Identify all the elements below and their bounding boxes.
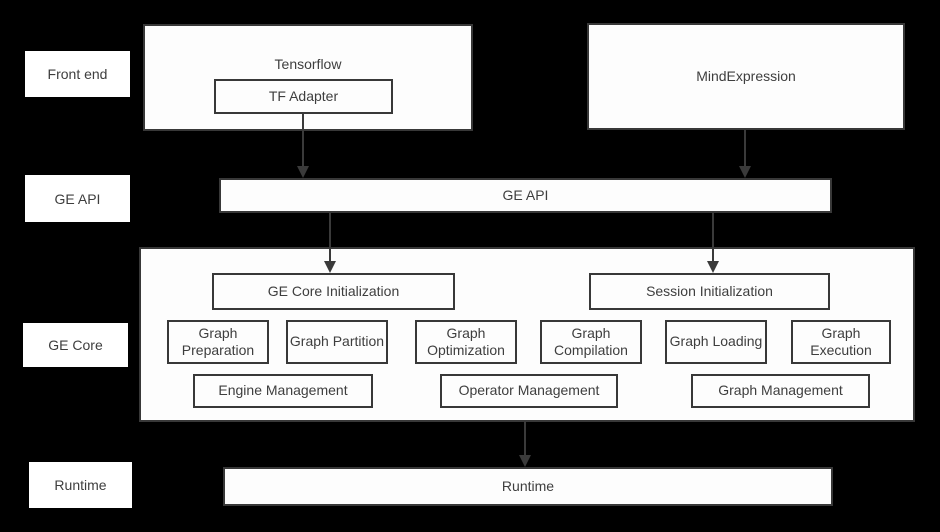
graph-preparation-box: Graph Preparation [167,320,269,364]
arrow-line [712,213,714,261]
arrow-line [744,130,746,166]
ge-api-bar-label: GE API [502,186,549,203]
graph-compilation-box: Graph Compilation [540,320,642,364]
runtime-bar: Runtime [223,467,833,506]
layer-label-runtime: Runtime [29,462,132,508]
graph-compilation-label: Graph Compilation [554,324,628,359]
arrow-line [524,422,526,455]
mind-expression-label: MindExpression [696,67,796,84]
session-initialization-label: Session Initialization [646,282,773,299]
mind-expression-box: MindExpression [587,23,905,130]
arrow-line [302,114,304,166]
layer-label-ge-core: GE Core [23,323,128,367]
graph-loading-box: Graph Loading [665,320,767,364]
arrow-head-icon [519,455,531,467]
arrow-head-icon [297,166,309,178]
tensorflow-box: Tensorflow TF Adapter [143,24,473,131]
arrow-tf-adapter-to-ge-api [297,114,309,178]
tensorflow-label: Tensorflow [274,56,342,72]
ge-api-bar: GE API [219,178,832,213]
ge-core-initialization-label: GE Core Initialization [267,282,400,299]
tf-adapter-label: TF Adapter [268,87,339,104]
graph-optimization-box: Graph Optimization [415,320,517,364]
graph-preparation-label: Graph Preparation [181,324,255,359]
arrow-ge-api-to-session-initialization [707,213,719,273]
arrow-line [329,213,331,261]
tf-adapter-box: TF Adapter [214,79,393,114]
engine-management-label: Engine Management [218,382,348,399]
engine-management-box: Engine Management [193,374,373,408]
graph-execution-label: Graph Execution [810,324,872,359]
ge-core-container: GE Core Initialization Session Initializ… [139,247,915,422]
arrow-mind-expression-to-ge-api [739,130,751,178]
runtime-bar-label: Runtime [501,477,555,494]
session-initialization-box: Session Initialization [589,273,830,310]
arrow-ge-api-to-ge-core-initialization [324,213,336,273]
operator-management-box: Operator Management [440,374,618,408]
arrow-head-icon [707,261,719,273]
graph-loading-label: Graph Loading [669,333,763,350]
ge-core-initialization-box: GE Core Initialization [212,273,455,310]
operator-management-label: Operator Management [458,382,600,399]
layer-label-front-end: Front end [25,51,130,97]
graph-optimization-label: Graph Optimization [427,324,505,359]
graph-partition-box: Graph Partition [286,320,388,364]
graph-management-label: Graph Management [718,382,843,399]
graph-partition-label: Graph Partition [289,333,385,350]
arrow-ge-core-to-runtime [519,422,531,467]
arrow-head-icon [739,166,751,178]
layer-label-ge-api: GE API [25,175,130,222]
graph-management-box: Graph Management [691,374,870,408]
graph-execution-box: Graph Execution [791,320,891,364]
arrow-head-icon [324,261,336,273]
